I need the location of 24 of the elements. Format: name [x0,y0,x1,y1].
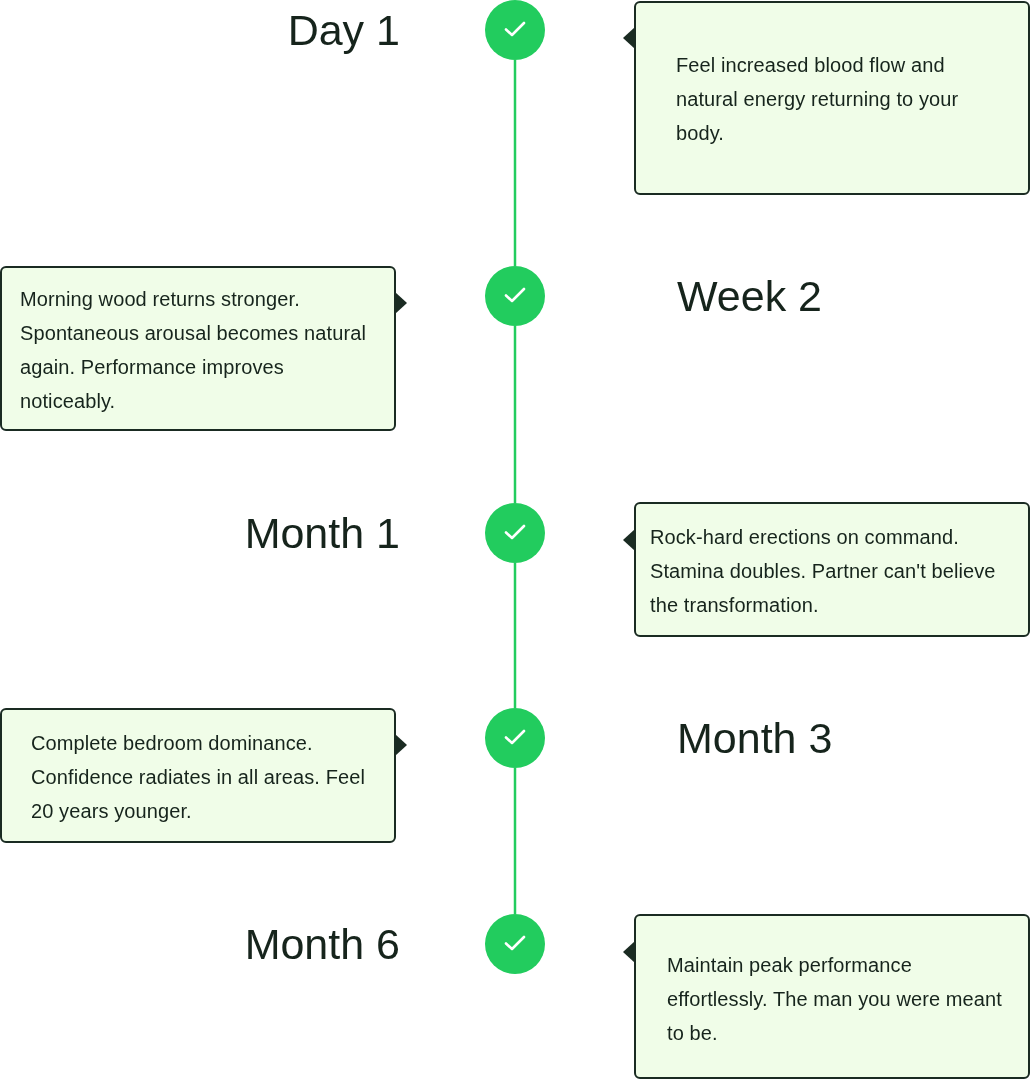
milestone-heading: Day 1 [287,5,400,55]
milestone-heading: Week 2 [677,271,822,321]
timeline-line [513,563,517,708]
description-text: Morning wood returns stronger. Spontaneous arousal becomes natural again. Performance improves noticeably. [20,287,367,414]
milestone-circle [485,0,545,60]
milestone-circle [485,708,545,768]
description-text: Complete bedroom dominance. Confidence radiates in all areas. Feel 20 years younger. [31,731,366,824]
callout-box [634,1,1030,195]
milestone-heading: Month 6 [244,919,400,969]
description-text: Maintain peak performance effortlessly. The man you were meant to be. [667,953,1003,1046]
callout-box [0,708,396,843]
timeline-line [513,768,517,914]
callout-box [634,502,1030,637]
milestone-heading: Month 1 [244,508,400,558]
description-text: Feel increased blood flow and natural energy returning to your body. [676,53,960,146]
milestone-heading: Month 3 [677,713,833,763]
milestone-circle [485,914,545,974]
description-text: Rock-hard erections on command. Stamina doubles. Partner can't believe the transformation. [650,525,997,618]
timeline-line [513,326,517,503]
milestone-circle [485,503,545,563]
callout-box [634,914,1030,1079]
timeline-line [513,60,517,266]
milestone-circle [485,266,545,326]
callout-box [0,266,396,431]
